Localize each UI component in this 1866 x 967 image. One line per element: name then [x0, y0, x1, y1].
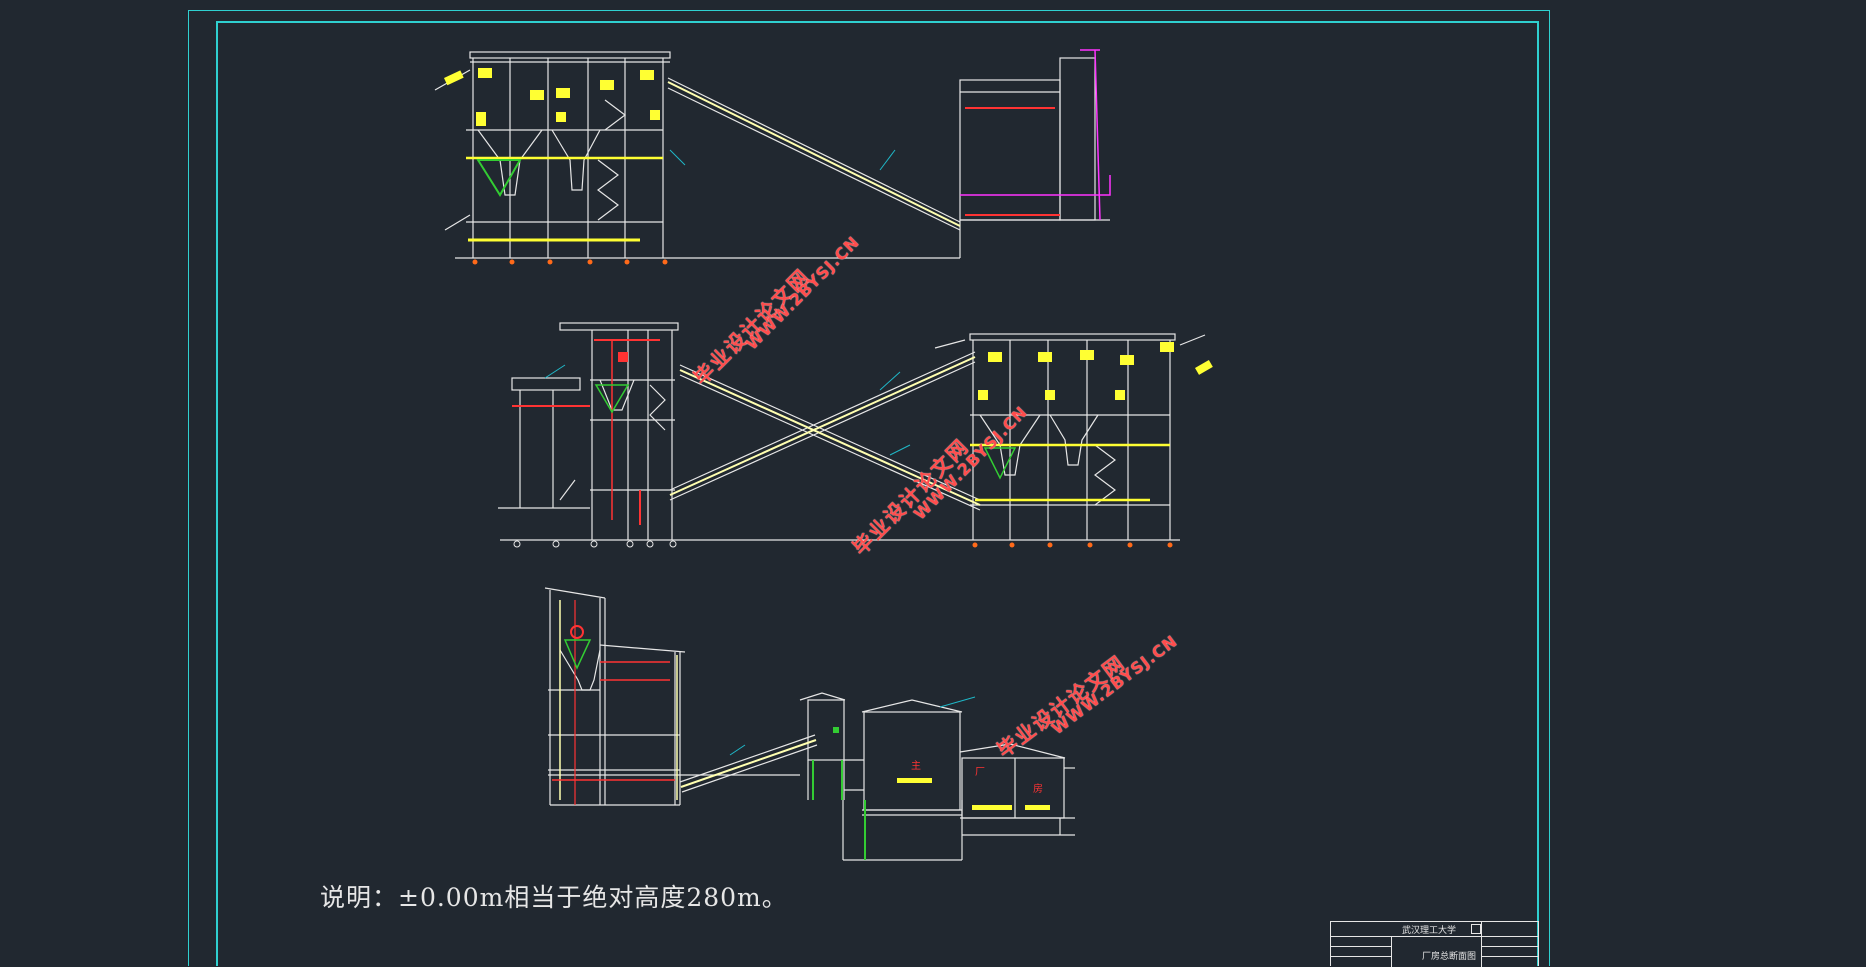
title-block-rule	[1331, 936, 1538, 937]
title-block: 武汉理工大学 厂房总断面图	[1330, 921, 1539, 967]
main-building-label-3: 房	[1033, 784, 1043, 795]
section-bottom-equipment	[552, 600, 1050, 860]
title-block-rule	[1481, 956, 1538, 957]
title-block-rule	[1481, 922, 1482, 967]
title-block-rule	[1481, 946, 1538, 947]
main-building-label-2: 厂	[975, 767, 985, 778]
elevation-note: 说明：±0.00m相当于绝对高度280m。	[320, 883, 788, 912]
section-middle-equipment	[512, 339, 1213, 548]
main-building-label-1: 主	[911, 761, 921, 772]
section-top	[434, 51, 1110, 259]
title-block-rule	[1331, 956, 1391, 957]
title-block-mark	[1471, 924, 1481, 934]
drawing-frame-inner-border	[216, 21, 1539, 966]
title-block-rule	[1391, 936, 1392, 967]
section-middle	[498, 322, 1206, 541]
section-top-equipment	[444, 49, 1111, 265]
school-name: 武汉理工大学	[1401, 926, 1456, 936]
title-block-rule	[1331, 946, 1391, 947]
drawing-title: 厂房总断面图	[1421, 952, 1476, 962]
section-bottom	[544, 587, 1075, 861]
drawing-sheet-outer-border	[188, 10, 1550, 966]
